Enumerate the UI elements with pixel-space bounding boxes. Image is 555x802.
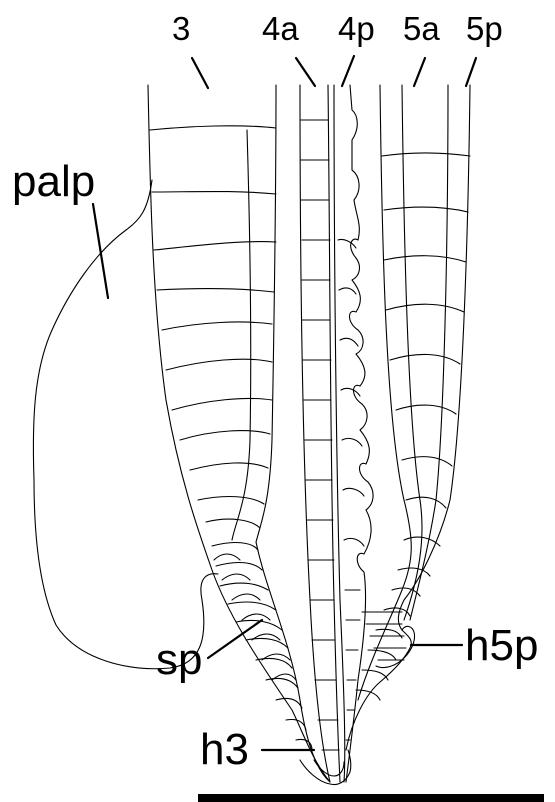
leader-5p — [466, 58, 476, 86]
lobe-4p-serrated-edge — [346, 85, 373, 782]
leader-4p — [342, 56, 354, 86]
leader-3 — [192, 58, 208, 88]
lobe-5-divider — [410, 85, 448, 620]
leader-5a — [414, 58, 425, 86]
label-5a: 5a — [403, 10, 440, 47]
label-5p: 5p — [466, 10, 503, 47]
h5p-hook — [376, 626, 415, 667]
label-4a: 4a — [262, 10, 299, 47]
label-palp: palp — [12, 157, 95, 206]
lobe-4a-left-edge — [300, 85, 330, 782]
label-4p: 4p — [338, 10, 375, 47]
lobe-5-cell-ladder — [362, 612, 406, 660]
leader-palp — [93, 204, 108, 298]
label-h5p: h5p — [465, 621, 538, 670]
leader-4a — [296, 58, 315, 86]
top-leader-lines — [192, 56, 476, 88]
scale-bar — [198, 794, 544, 802]
lobe-4a-rungs — [301, 120, 339, 750]
lobe-4p — [334, 85, 373, 782]
label-h3: h3 — [200, 725, 249, 774]
label-sp: sp — [156, 635, 202, 684]
label-3: 3 — [172, 10, 190, 47]
lobe-5 — [346, 85, 470, 750]
lobe-5p-outer-edge — [346, 85, 470, 750]
palp-outline — [33, 180, 218, 669]
